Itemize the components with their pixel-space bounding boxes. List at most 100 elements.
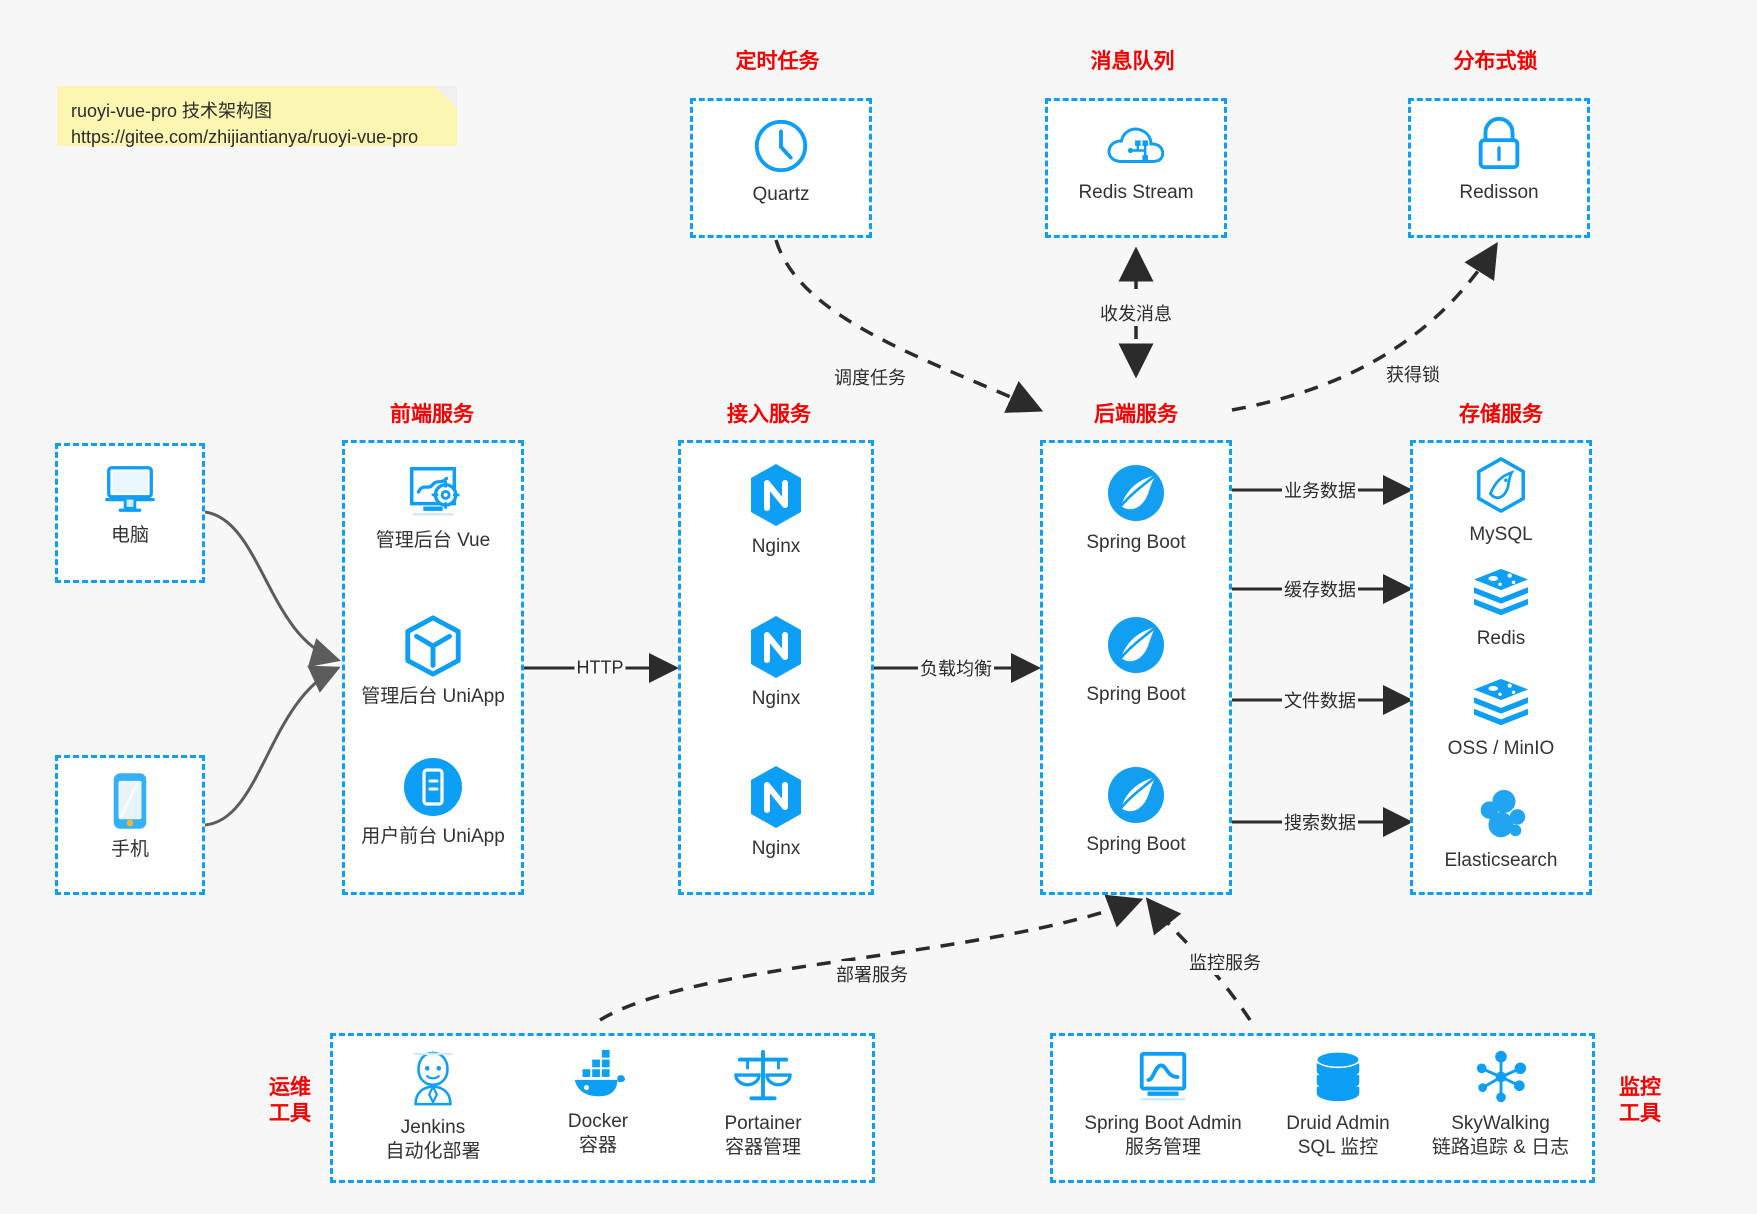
node-label: 管理后台 Vue [375,530,491,551]
group-message-queue: Redis Stream [1045,98,1227,238]
node-mobile[interactable]: 手机 [58,770,202,862]
group-storage-service: MySQL Redis [1410,440,1592,895]
node-docker[interactable]: Docker 容器 [518,1048,678,1159]
node-label: Redisson [1459,182,1539,203]
edge-label-search-data: 搜索数据 [1282,809,1358,835]
node-label: Redis [1476,628,1526,649]
edge-label-file-data: 文件数据 [1282,687,1358,713]
group-title-monitoring: 监控 工具 [1608,1075,1672,1128]
node-label: Spring Boot [1086,684,1186,705]
group-title-storage: 存储服务 [1459,403,1543,426]
node-label: Jenkins [400,1117,466,1138]
elasticsearch-icon [1471,785,1531,843]
node-label: Nginx [751,838,801,859]
edge-label-deploy-service: 部署服务 [834,961,910,987]
node-admin-uniapp[interactable]: 管理后台 UniApp [345,613,521,709]
node-label: Elasticsearch [1444,850,1558,871]
edge-label-http: HTTP [574,657,626,679]
group-frontend-service: 管理后台 Vue 管理后台 UniApp 用户前台 UniApp [342,440,524,895]
group-title-gateway: 接入服务 [727,403,811,426]
group-title-devops-line1: 运维 [269,1076,311,1099]
desktop-monitor-icon [99,460,161,518]
node-sublabel: 自动化部署 [385,1141,481,1163]
node-user-uniapp[interactable]: 用户前台 UniApp [345,755,521,849]
group-client-desktop: 电脑 [55,443,205,583]
group-title-devops: 运维 工具 [258,1075,322,1128]
node-admin-vue[interactable]: 管理后台 Vue [345,461,521,553]
group-title-distributed-lock: 分布式锁 [1453,50,1538,73]
node-label: MySQL [1469,524,1533,545]
node-spring-boot-2[interactable]: Spring Boot [1043,613,1229,707]
node-sublabel: 容器管理 [724,1137,801,1159]
node-redisson[interactable]: Redisson [1411,113,1587,205]
cloud-network-icon [1103,115,1169,175]
spring-leaf-icon [1104,461,1168,525]
node-nginx-3[interactable]: Nginx [681,763,871,861]
nginx-icon [745,461,807,529]
scales-balance-icon [732,1048,794,1106]
node-skywalking[interactable]: SkyWalking 链路追踪 & 日志 [1413,1048,1588,1161]
node-sublabel: 容器 [578,1135,617,1157]
hexagon-cube-icon [400,613,466,679]
nginx-icon [745,613,807,681]
edge-label-schedule-task: 调度任务 [832,364,908,390]
monitor-chart-icon [1132,1048,1194,1106]
node-label: Redis Stream [1078,182,1194,203]
database-cylinder-icon [1309,1048,1367,1106]
node-label: Portainer [724,1113,802,1134]
node-spring-boot-admin[interactable]: Spring Boot Admin 服务管理 [1063,1048,1263,1161]
spring-leaf-icon [1104,613,1168,677]
group-client-mobile: 手机 [55,755,205,895]
node-sublabel: 链路追踪 & 日志 [1431,1137,1570,1159]
edge-label-load-balance: 负载均衡 [918,655,994,681]
group-title-monitoring-line1: 监控 [1619,1076,1661,1099]
node-label: Spring Boot [1086,834,1186,855]
group-title-message-queue: 消息队列 [1090,50,1175,73]
node-nginx-1[interactable]: Nginx [681,461,871,559]
dashboard-gear-icon [400,461,466,523]
edge-label-monitor-service: 监控服务 [1187,949,1263,975]
note-line-1: ruoyi-vue-pro 技术架构图 [71,101,273,121]
node-nginx-2[interactable]: Nginx [681,613,871,711]
group-scheduled-task: Quartz [690,98,872,238]
node-jenkins[interactable]: Jenkins 自动化部署 [353,1048,513,1165]
group-distributed-lock: Redisson [1408,98,1590,238]
node-redis-stream[interactable]: Redis Stream [1048,115,1224,205]
node-label: SkyWalking [1451,1113,1550,1134]
node-elasticsearch[interactable]: Elasticsearch [1413,785,1589,873]
group-title-monitoring-line2: 工具 [1619,1102,1661,1126]
edge-label-cache-data: 缓存数据 [1282,576,1358,602]
padlock-icon [1470,113,1528,175]
group-title-backend: 后端服务 [1094,403,1178,426]
node-oss-minio[interactable]: OSS / MinIO [1413,675,1589,761]
edge-label-business-data: 业务数据 [1282,477,1358,503]
group-title-devops-line2: 工具 [269,1102,311,1126]
clock-icon [750,115,812,177]
node-portainer[interactable]: Portainer 容器管理 [683,1048,843,1161]
group-monitoring-tools: Spring Boot Admin 服务管理 Druid Admin SQL 监… [1050,1033,1595,1183]
node-quartz[interactable]: Quartz [693,115,869,207]
spring-leaf-icon [1104,763,1168,827]
node-label: Spring Boot Admin [1084,1113,1242,1134]
node-label: OSS / MinIO [1447,738,1555,759]
jenkins-butler-icon [404,1048,462,1110]
docker-whale-icon [567,1048,629,1104]
mobile-phone-icon [107,770,153,832]
node-label: Quartz [752,184,810,205]
note-line-2: https://gitee.com/zhijiantianya/ruoyi-vu… [71,127,419,148]
node-label: 电脑 [110,525,149,546]
redis-stack-icon [1470,565,1532,621]
node-label: Nginx [751,536,801,557]
node-spring-boot-3[interactable]: Spring Boot [1043,763,1229,857]
node-label: Docker [567,1111,629,1132]
node-redis[interactable]: Redis [1413,565,1589,651]
node-druid-admin[interactable]: Druid Admin SQL 监控 [1258,1048,1418,1161]
node-desktop[interactable]: 电脑 [58,460,202,548]
node-sublabel: SQL 监控 [1297,1137,1379,1159]
app-circle-icon [401,755,465,819]
node-mysql[interactable]: MySQL [1413,455,1589,547]
group-title-frontend: 前端服务 [390,403,474,426]
node-label: Spring Boot [1086,532,1186,553]
node-spring-boot-1[interactable]: Spring Boot [1043,461,1229,555]
